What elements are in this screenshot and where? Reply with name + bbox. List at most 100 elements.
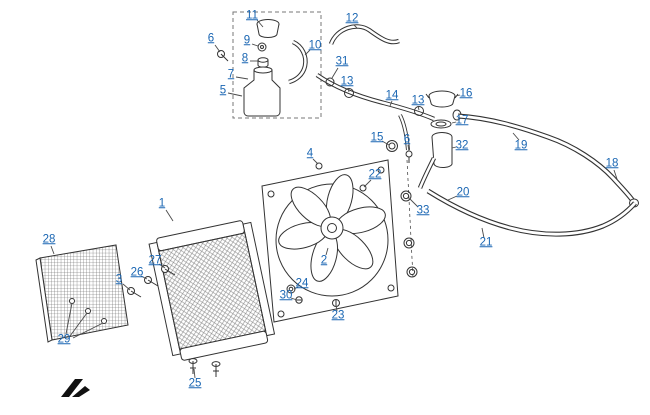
vent-hose [328,24,400,45]
reservoir-to-filler-hose [315,73,435,122]
leader-line [140,275,148,280]
callout-11[interactable]: 11 [246,9,258,22]
leader-line [455,94,461,97]
callout-8[interactable]: 8 [241,52,249,65]
leader-line [381,140,390,146]
grille-screw [101,318,107,324]
radiator [148,220,276,361]
leader-line [293,286,299,290]
callout-2[interactable]: 2 [320,254,328,267]
callout-7[interactable]: 7 [227,68,235,81]
leader-line [256,19,264,28]
callout-6[interactable]: 6 [207,32,215,45]
leader-line [251,43,259,47]
callout-5[interactable]: 5 [219,84,227,97]
callout-20[interactable]: 20 [456,186,470,199]
hose-clamp [386,140,398,152]
leader-line [193,368,196,379]
mount-bolts [127,50,229,298]
callout-33[interactable]: 33 [416,204,430,217]
small-fasteners [286,284,340,307]
lower-hose [426,188,637,237]
callout-18[interactable]: 18 [605,157,619,170]
callout-22[interactable]: 22 [368,168,382,181]
callout-30[interactable]: 30 [279,289,293,302]
hose-clamp [325,77,335,87]
callout-26[interactable]: 26 [130,266,144,279]
callout-23[interactable]: 23 [331,309,345,322]
brand-logo [61,379,90,397]
fan-screw [315,162,323,170]
callout-31[interactable]: 31 [335,55,349,68]
leader-line [447,195,458,201]
callout-19[interactable]: 19 [514,139,528,152]
cap-seal [430,119,452,129]
leader-line [312,158,319,165]
radiator-mount-bolts [188,358,221,377]
callout-6[interactable]: 6 [403,133,411,146]
washer [257,42,267,52]
callout-14[interactable]: 14 [385,89,399,102]
reservoir-bottle [243,66,281,117]
leader-line [69,312,88,337]
leader-line [290,297,298,301]
callout-1[interactable]: 1 [158,197,166,210]
hose-clamp [344,88,354,98]
leader-line [512,132,520,141]
leader-line [347,87,350,93]
leader-line [451,121,457,124]
leader-line [65,302,73,335]
callout-15[interactable]: 15 [370,131,384,144]
callout-9[interactable]: 9 [243,34,251,47]
leader-line [363,179,372,188]
callout-3[interactable]: 3 [115,273,123,286]
leader-line [613,169,618,180]
junction-pipe [386,114,414,279]
leader-line [481,227,485,239]
leader-line [122,283,131,291]
reservoir-cap [256,19,280,38]
callout-28[interactable]: 28 [42,233,56,246]
leader-line [158,263,166,269]
grille-screw [85,308,91,314]
callout-13[interactable]: 13 [411,94,425,107]
callout-29[interactable]: 29 [57,333,71,346]
callout-25[interactable]: 25 [188,377,202,390]
leader-line [409,198,419,208]
radiator-cap [425,90,459,129]
reservoir-assembly [232,11,322,119]
cooling-fan [278,162,386,282]
hose-clamp [414,106,424,116]
leader-line [227,92,243,97]
leader-line [331,67,339,79]
callout-12[interactable]: 12 [345,12,359,25]
leader-line [50,245,55,255]
leader-line [451,146,457,149]
filler-neck [417,132,453,189]
reservoir-group-box [232,11,322,119]
callout-24[interactable]: 24 [295,277,309,290]
callout-10[interactable]: 10 [308,39,322,52]
callout-32[interactable]: 32 [455,139,469,152]
leader-line [235,76,249,80]
leader-line [335,304,338,312]
leader-line [304,49,311,56]
leader-line [417,105,420,111]
grille-screen [35,244,129,343]
leader-line [353,24,358,29]
callout-16[interactable]: 16 [459,87,473,100]
leader-line [214,44,221,53]
leader-line [325,247,329,256]
callout-27[interactable]: 27 [148,254,162,267]
callout-17[interactable]: 17 [455,114,469,127]
leader-line [165,209,174,222]
callout-13[interactable]: 13 [340,75,354,88]
callout-4[interactable]: 4 [306,147,314,160]
leader-line [72,322,104,339]
callout-21[interactable]: 21 [479,236,493,249]
leader-line [407,144,410,152]
